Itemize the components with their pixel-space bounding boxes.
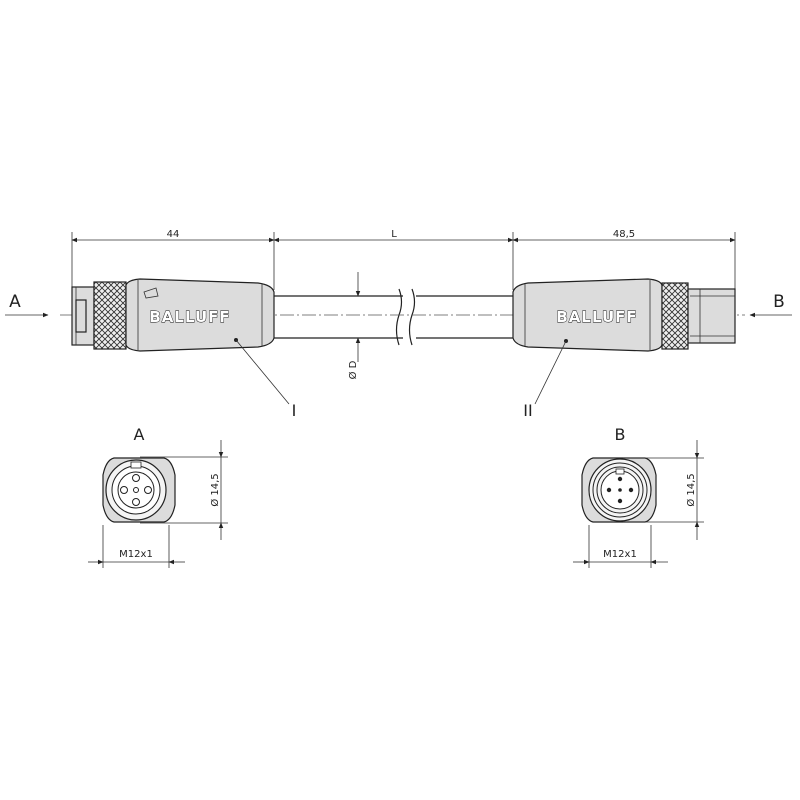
end-view-b-title: B [615,425,626,444]
end-view-a [88,440,228,568]
part-label-two: II [523,401,532,420]
view-label-b: B [773,292,785,312]
brand-logo-left: BALLUFF [149,308,230,326]
dim-right-length: 48,5 [613,229,635,240]
dim-middle-length: L [391,229,397,240]
end-view-b [573,440,704,568]
view-label-a: A [9,292,21,312]
knurled-nut-left [93,281,127,350]
dim-left-length: 44 [167,229,180,240]
end-view-a-title: A [134,425,145,444]
end-view-a-diameter: Ø 14,5 [209,473,221,506]
leader-lines [234,338,568,405]
end-view-b-thread: M12x1 [603,549,637,560]
brand-logo-right: BALLUFF [556,308,637,326]
connector-female [71,278,275,352]
cable-diameter-label: Ø D [347,360,359,379]
end-view-b-diameter: Ø 14,5 [685,473,697,506]
knurled-nut-right [661,282,689,350]
connector-male [512,278,736,352]
end-view-a-thread: M12x1 [119,549,153,560]
part-label-one: I [292,401,297,420]
dimension-line-top [71,232,736,290]
coding-mark-icon [143,287,159,299]
